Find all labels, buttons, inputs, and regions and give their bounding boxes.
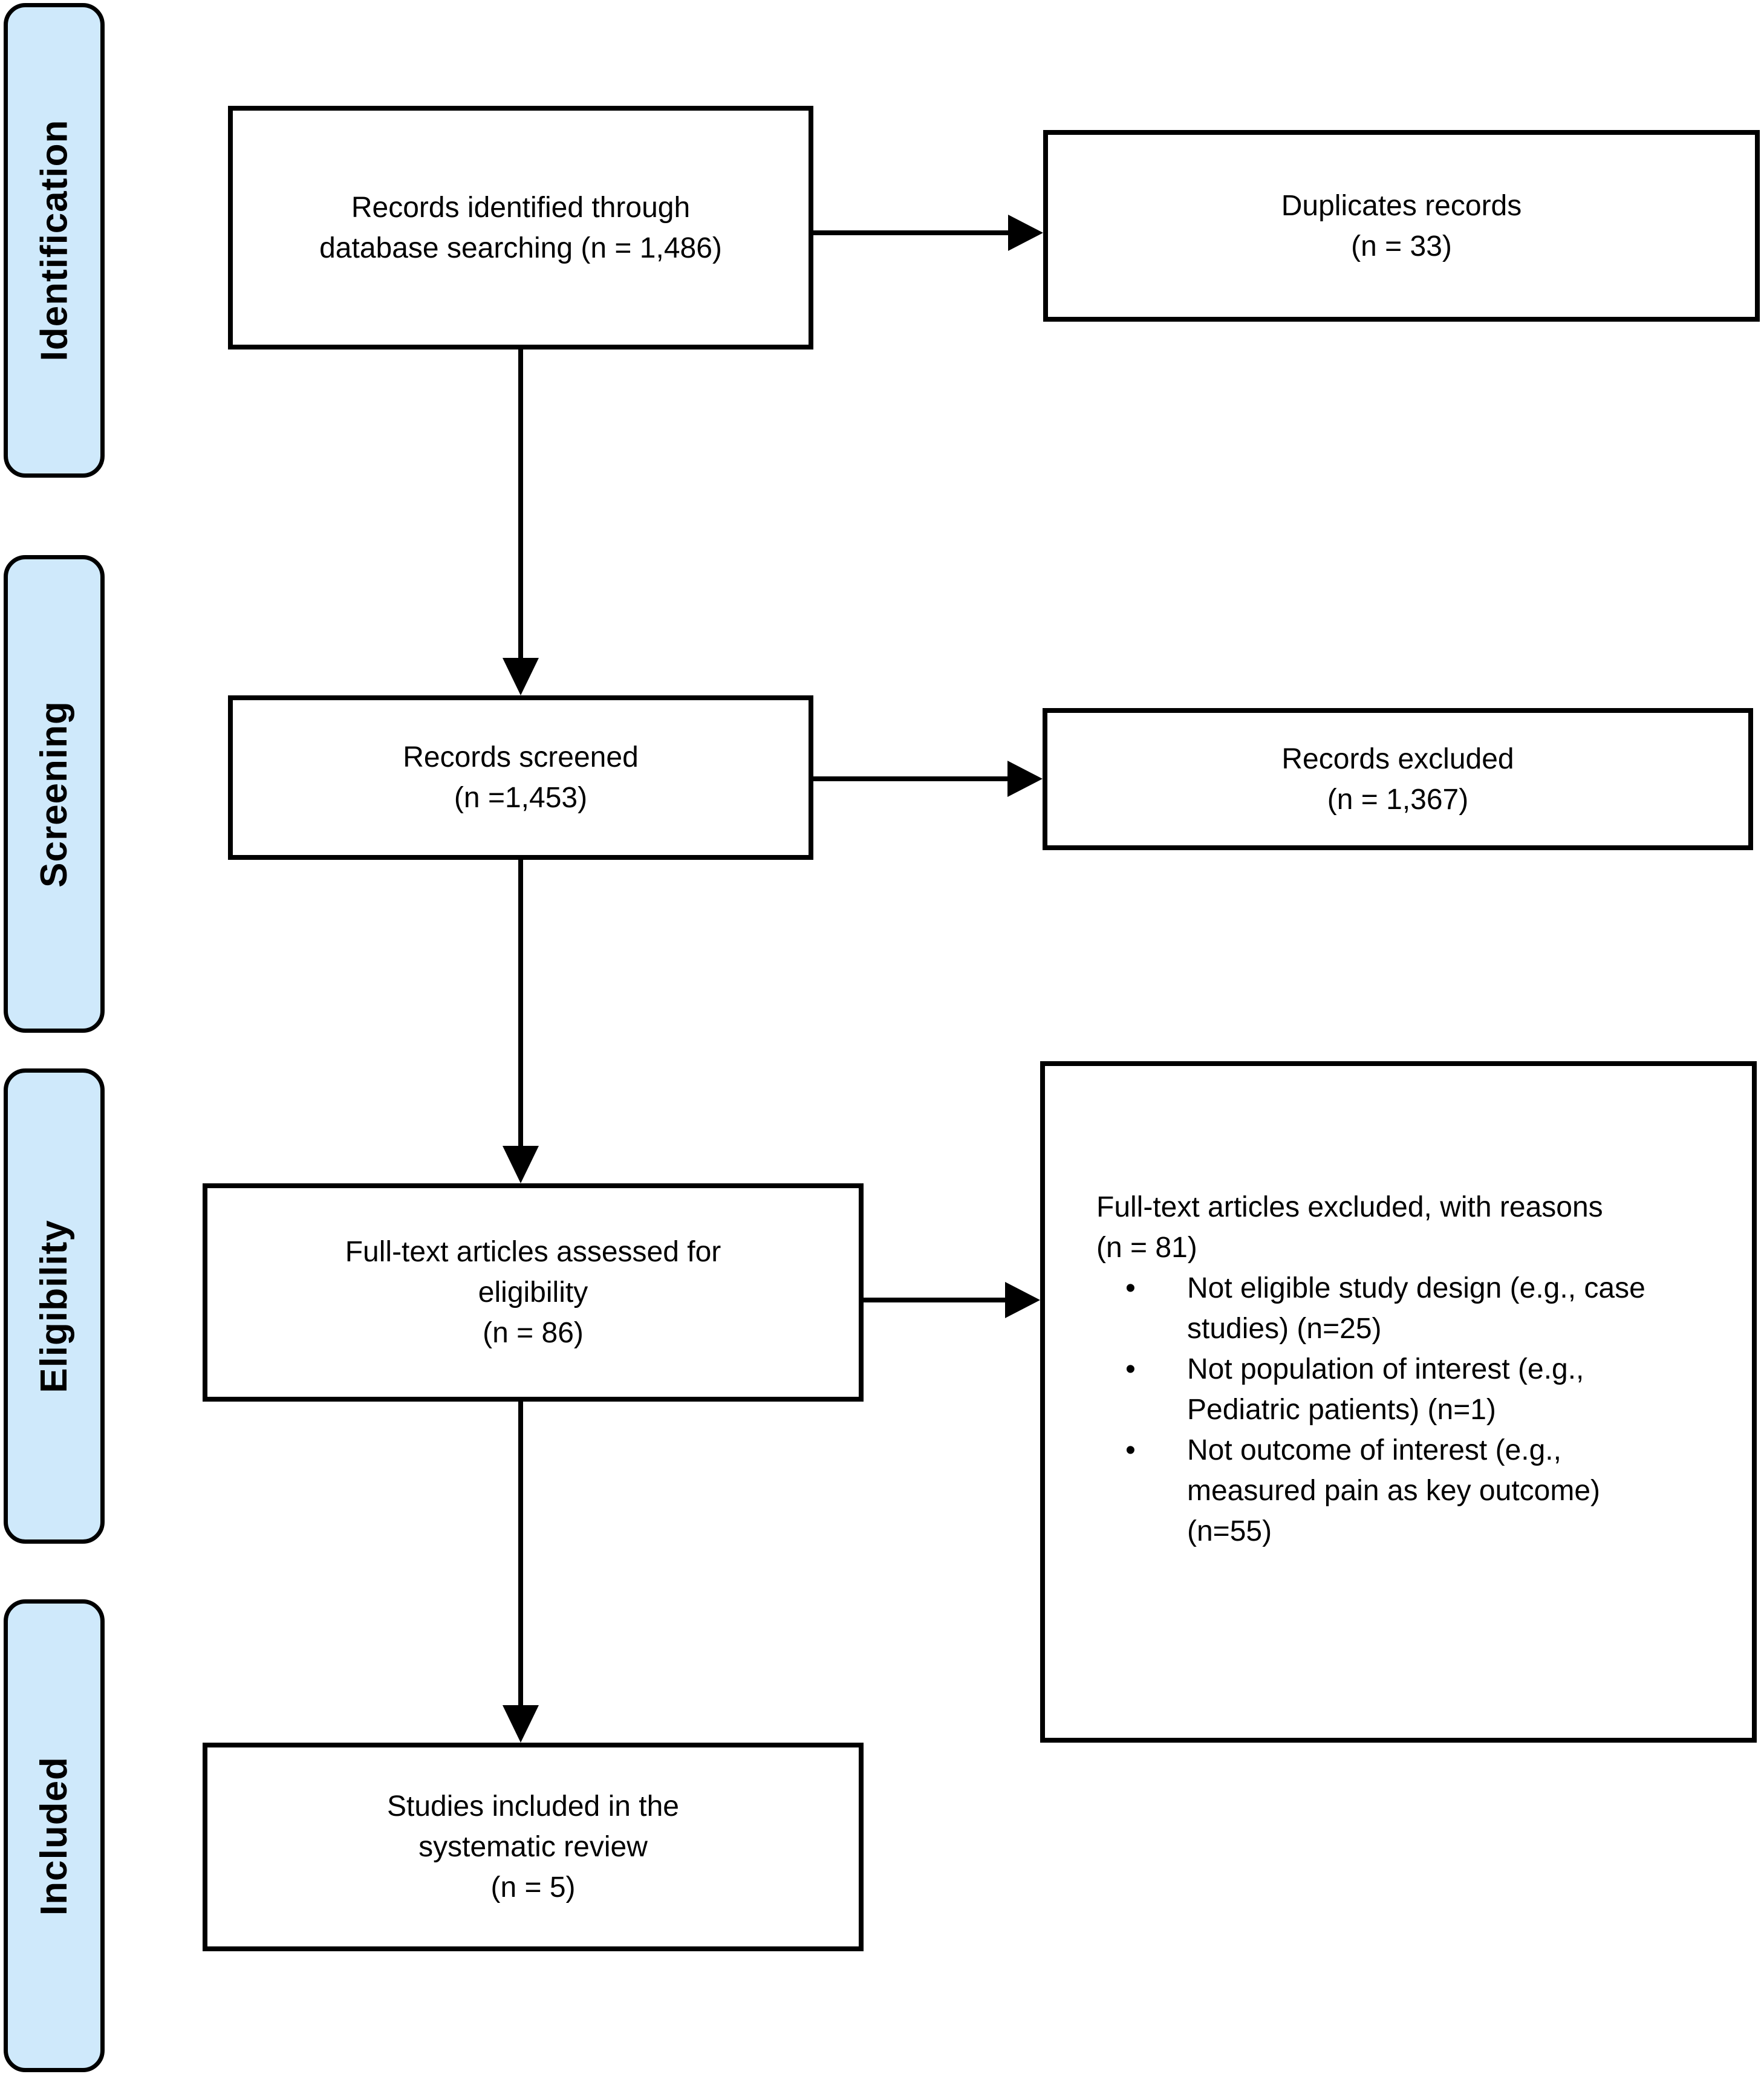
excluded-reason-line: Pediatric patients) (n=1) [1187,1394,1496,1426]
box-duplicates-records-line: (n = 33) [1351,230,1452,262]
arrowhead-right-icon [1005,1282,1040,1318]
stage-band-identification: Identification [4,3,105,478]
excluded-reason-line: (n=55) [1187,1515,1272,1547]
arrow-fulltext-to-excluded [864,1298,1007,1302]
excluded-reason-text: Not eligible study design (e.g., case st… [1187,1268,1645,1349]
box-records-identified-line: database searching (n = 1,486) [319,232,722,264]
bullet-icon: • [1125,1353,1136,1385]
box-duplicates-records: Duplicates records (n = 33) [1043,130,1760,322]
box-records-screened: Records screened (n =1,453) [228,695,813,860]
arrowhead-right-icon [1008,215,1043,251]
excluded-reason-item: • Not population of interest (e.g., Pedi… [1096,1349,1584,1430]
excluded-reason-line: Not outcome of interest (e.g., [1187,1434,1561,1466]
box-records-screened-line: Records screened [403,741,639,773]
box-fulltext-assessed-line: eligibility [478,1276,588,1308]
stage-band-eligibility: Eligibility [4,1068,105,1544]
box-records-identified-line: Records identified through [351,191,691,224]
box-fulltext-excluded: Full-text articles excluded, with reason… [1040,1061,1757,1743]
arrow-identified-to-duplicates [813,230,1010,235]
box-records-screened-line: (n =1,453) [454,782,588,814]
bullet-icon: • [1125,1272,1136,1304]
box-duplicates-records-line: Duplicates records [1281,189,1522,222]
excluded-reason-line: studies) (n=25) [1187,1313,1382,1345]
box-fulltext-assessed-line: (n = 86) [483,1317,584,1349]
bullet-icon: • [1125,1434,1136,1466]
fulltext-excluded-title: Full-text articles excluded, with reason… [1096,1191,1603,1223]
stage-label-eligibility: Eligibility [33,1219,75,1393]
stage-label-included: Included [33,1756,75,1916]
arrowhead-right-icon [1007,761,1043,797]
fulltext-excluded-count: (n = 81) [1096,1232,1197,1264]
arrow-identified-to-screened [518,349,523,659]
arrow-screened-to-excluded [813,776,1009,781]
stage-label-screening: Screening [33,700,75,888]
arrowhead-down-icon [503,658,539,695]
arrowhead-down-icon [503,1146,539,1183]
excluded-reason-line: Not eligible study design (e.g., case [1187,1272,1645,1304]
excluded-reason-line: measured pain as key outcome) [1187,1475,1601,1507]
excluded-reason-text: Not population of interest (e.g., Pediat… [1187,1349,1584,1430]
box-studies-included: Studies included in the systematic revie… [203,1743,864,1951]
stage-band-included: Included [4,1599,105,2072]
box-fulltext-assessed: Full-text articles assessed for eligibil… [203,1183,864,1402]
box-records-excluded: Records excluded (n = 1,367) [1043,708,1753,850]
box-records-excluded-line: Records excluded [1281,743,1514,775]
box-fulltext-assessed-line: Full-text articles assessed for [345,1236,721,1268]
excluded-reason-item: • Not outcome of interest (e.g., measure… [1096,1430,1600,1552]
arrowhead-down-icon [503,1705,539,1743]
excluded-reason-line: Not population of interest (e.g., [1187,1353,1584,1385]
box-studies-included-line: systematic review [418,1831,648,1863]
excluded-reason-text: Not outcome of interest (e.g., measured … [1187,1430,1600,1552]
box-records-excluded-line: (n = 1,367) [1327,783,1469,816]
box-records-identified: Records identified through database sear… [228,106,813,349]
excluded-reason-item: • Not eligible study design (e.g., case … [1096,1268,1645,1349]
stage-band-screening: Screening [4,555,105,1033]
box-studies-included-line: (n = 5) [490,1871,576,1903]
arrow-screened-to-fulltext [518,860,523,1147]
stage-label-identification: Identification [33,119,75,362]
box-studies-included-line: Studies included in the [387,1790,679,1822]
arrow-fulltext-to-included [518,1402,523,1706]
